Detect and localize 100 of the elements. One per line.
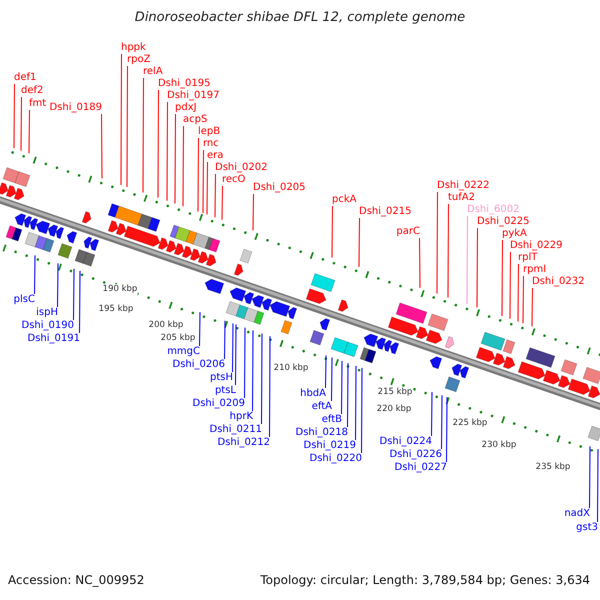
gene-label: nadX — [564, 508, 590, 520]
gene-label: Dshi_0209 — [192, 398, 245, 410]
gene-label: def2 — [21, 85, 44, 97]
gene-label: hbdA — [300, 388, 326, 400]
gene-label: rpoZ — [127, 54, 150, 66]
leader-line — [224, 320, 226, 360]
leader-line — [166, 102, 168, 202]
gene-label: Dshi_0189 — [50, 102, 102, 114]
scale-label: 200 kbp — [148, 320, 184, 330]
gene-label: Dshi_0197 — [167, 90, 220, 102]
gene-label: Dshi_0224 — [380, 436, 432, 448]
gene-label: fmt — [29, 98, 46, 110]
gene-label: Dshi_0190 — [22, 320, 74, 332]
leader-line — [244, 327, 246, 398]
gene-label: pdxJ — [175, 102, 197, 114]
leader-line — [518, 264, 519, 322]
gene-label: Dshi_0232 — [532, 276, 584, 288]
leader-line — [510, 252, 511, 320]
leader-line — [332, 206, 333, 258]
gene-label: Dshi_0205 — [253, 182, 306, 194]
gene-label: Dshi_0191 — [28, 333, 80, 345]
leader-line — [101, 114, 102, 179]
gene-label: gst3 — [576, 522, 598, 534]
leader-line — [126, 66, 128, 188]
leader-line — [358, 218, 360, 268]
leader-line — [436, 192, 438, 294]
gene-label: Dshi_0211 — [210, 424, 262, 436]
leader-line — [361, 367, 362, 454]
scale-label: 215 kbp — [378, 386, 412, 398]
gene-label: mmgC — [167, 346, 200, 358]
gene-label: acpS — [183, 114, 208, 126]
title: Dinoroseobacter shibae DFL 12, complete genome — [134, 10, 466, 26]
leader-line — [199, 312, 200, 346]
gene-label: Dshi_0215 — [359, 206, 412, 218]
leader-line — [158, 90, 159, 198]
leader-line — [325, 355, 326, 388]
gene-label: Dshi_0218 — [296, 427, 348, 439]
leader-line — [355, 365, 356, 440]
scale-label: 205 kbp — [160, 332, 196, 344]
leader-line — [331, 357, 332, 402]
leader-line — [79, 270, 80, 334]
leader-line — [73, 268, 74, 320]
gene-label: eftA — [312, 401, 332, 413]
leader-line — [235, 324, 236, 386]
gene-label: pykA — [502, 228, 527, 240]
gene-label: Dshi_0202 — [215, 162, 268, 174]
leader-line — [57, 262, 58, 308]
gene-label: recO — [222, 174, 246, 186]
scale-label: 195 kbp — [98, 304, 134, 314]
leader-line — [174, 114, 176, 204]
gene-label: relA — [143, 66, 163, 78]
leader-line — [476, 228, 478, 308]
genome-stats-text: Topology: circular; Length: 3,789,584 bp; Genes: 3,634 — [260, 573, 590, 587]
leader-line — [532, 288, 533, 327]
leader-line — [347, 362, 348, 428]
leader-line — [182, 126, 184, 207]
leader-line — [202, 150, 204, 214]
scale-label: 230 kbp — [482, 440, 516, 450]
gene-label: rplT — [518, 252, 538, 264]
leader-line — [198, 138, 199, 212]
leader-line — [522, 276, 524, 324]
gene-label: pckA — [332, 194, 356, 206]
leader-line — [431, 391, 432, 436]
gene-label: Dshi_0212 — [218, 437, 270, 449]
gene-label: hprK — [230, 411, 253, 423]
leader-line — [419, 238, 420, 288]
scale-label: 225 kbp — [452, 418, 488, 428]
leader-line — [214, 174, 216, 218]
leader-line — [20, 96, 22, 152]
leader-line — [446, 396, 448, 462]
leader-line — [597, 448, 598, 522]
gene-label: Dshi_0195 — [158, 78, 210, 90]
leader-line — [502, 240, 503, 317]
gene-label: lepB — [198, 126, 220, 138]
scale-label: 220 kbp — [376, 404, 412, 414]
leader-line — [252, 330, 254, 412]
leader-line — [222, 186, 223, 220]
leader-line — [142, 78, 144, 194]
leader-line — [206, 162, 208, 216]
leader-line — [269, 336, 270, 438]
leader-line — [441, 394, 442, 450]
gene-label: ptsL — [214, 385, 236, 397]
gene-label: Dshi_0229 — [510, 240, 562, 252]
leader-line — [252, 194, 254, 231]
leader-line — [341, 360, 342, 414]
gene-label: plsC — [14, 294, 35, 306]
gene-label: parC — [396, 226, 420, 238]
leader-line — [34, 254, 36, 294]
scale-label: 235 kbp — [536, 462, 570, 472]
accession-text: Accession: NC_009952 — [8, 573, 144, 587]
gene-label: Dshi_0222 — [437, 180, 490, 192]
leader-line — [232, 323, 234, 372]
leader-line — [466, 216, 468, 304]
gene-label: Dshi_6002 — [467, 204, 520, 216]
leader-line — [28, 110, 30, 154]
gene-label: era — [207, 150, 224, 162]
gene-label: ispH — [36, 307, 58, 319]
gene-label: ptsH — [210, 372, 233, 384]
leader-line — [261, 333, 262, 424]
gene-label: Dshi_0227 — [394, 462, 447, 474]
